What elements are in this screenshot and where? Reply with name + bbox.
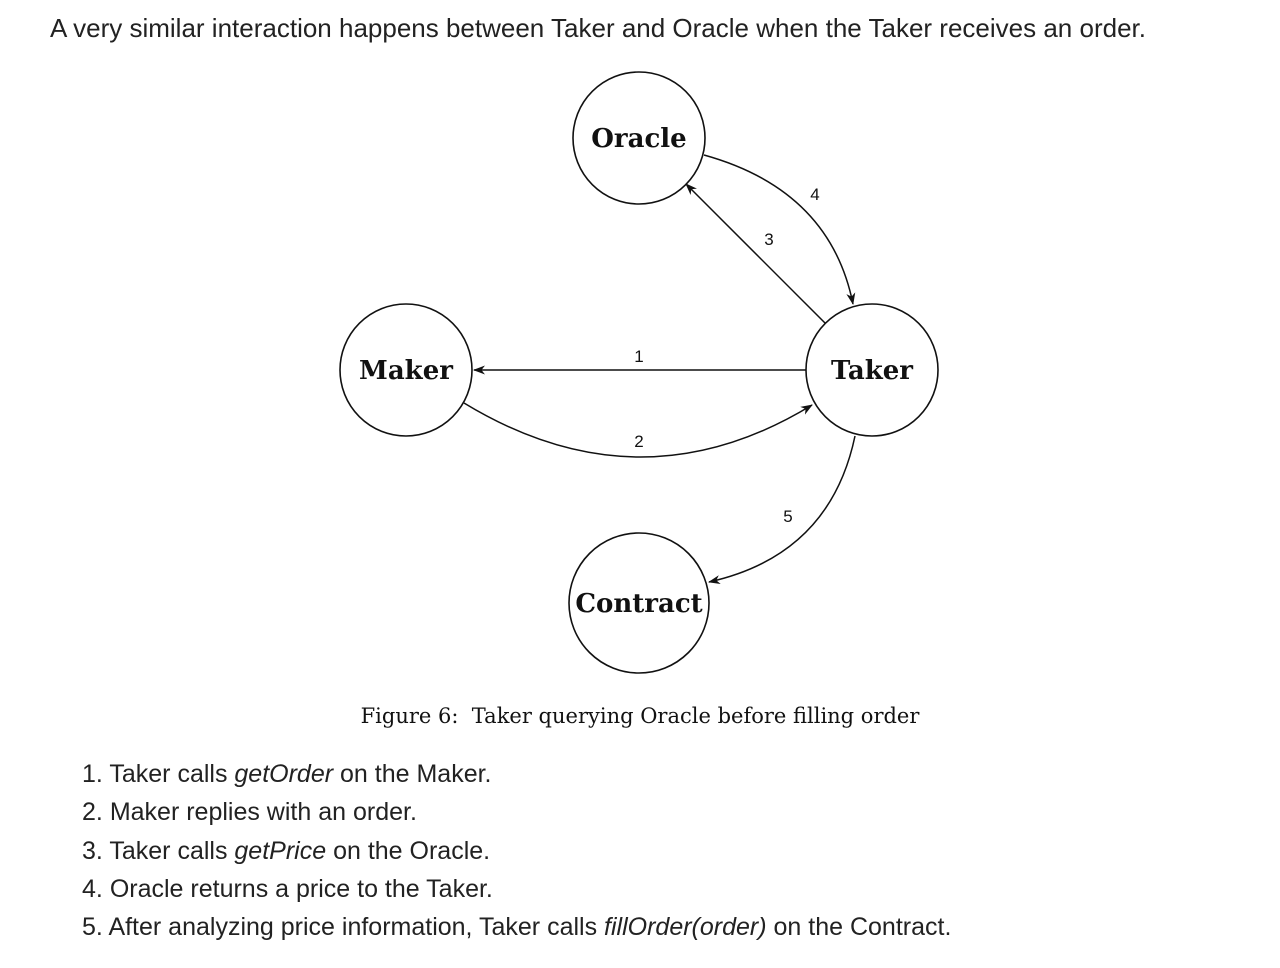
taker-node-label: Taker [831,356,913,386]
interaction-diagram: Oracle Maker Taker Contract 1 2 3 4 5 [339,71,939,674]
figure-caption-prefix: Figure 6: [360,704,459,728]
list-item: 2. Maker replies with an order. [82,793,951,831]
step-text-after: on the Maker. [333,760,492,788]
edge-5-label: 5 [783,507,792,526]
figure-caption: Figure 6: Taker querying Oracle before f… [0,701,1280,731]
step-text-after: on the Oracle. [326,836,491,865]
intro-paragraph: A very similar interaction happens betwe… [50,13,1146,43]
step-text: Taker calls [109,836,235,865]
edge-2-label: 2 [634,432,643,451]
edge-3-arrow [685,183,826,324]
edge-3-label: 3 [764,230,773,249]
contract-node: Contract [568,532,710,674]
maker-node-label: Maker [359,356,453,386]
oracle-node-label: Oracle [591,124,686,154]
step-number: 4. [82,874,103,903]
step-number: 1. [82,760,103,788]
edge-1-label: 1 [634,347,643,366]
taker-node: Taker [805,303,939,437]
list-item: 5. After analyzing price information, Ta… [82,908,951,946]
step-text: Taker calls [109,760,235,788]
edge-5-arrow [708,435,856,584]
list-item: 4. Oracle returns a price to the Taker. [82,870,951,908]
edge-4-label: 4 [810,185,819,204]
step-number: 5. [82,913,103,942]
contract-node-label: Contract [575,589,702,619]
edge-2-arrow [463,402,813,458]
list-item: 1. Taker calls getOrder on the Maker. [82,755,951,793]
step-emphasis: getOrder [234,760,334,788]
edge-4-arrow [703,154,856,305]
step-number: 3. [82,836,103,865]
oracle-node: Oracle [572,71,706,205]
step-text: Oracle returns a price to the Taker. [109,874,493,903]
step-emphasis: fillOrder(order) [604,913,767,942]
step-emphasis: getPrice [234,836,327,865]
step-text-after: on the Contract. [766,913,952,942]
step-number: 2. [82,798,103,827]
maker-node: Maker [339,303,473,437]
step-text: Maker replies with an order. [109,798,417,827]
step-text: After analyzing price information, Taker… [108,913,605,942]
list-item: 3. Taker calls getPrice on the Oracle. [82,832,951,870]
figure-caption-text: Taker querying Oracle before filling ord… [471,704,920,728]
steps-list: 1. Taker calls getOrder on the Maker. 2.… [82,755,951,946]
